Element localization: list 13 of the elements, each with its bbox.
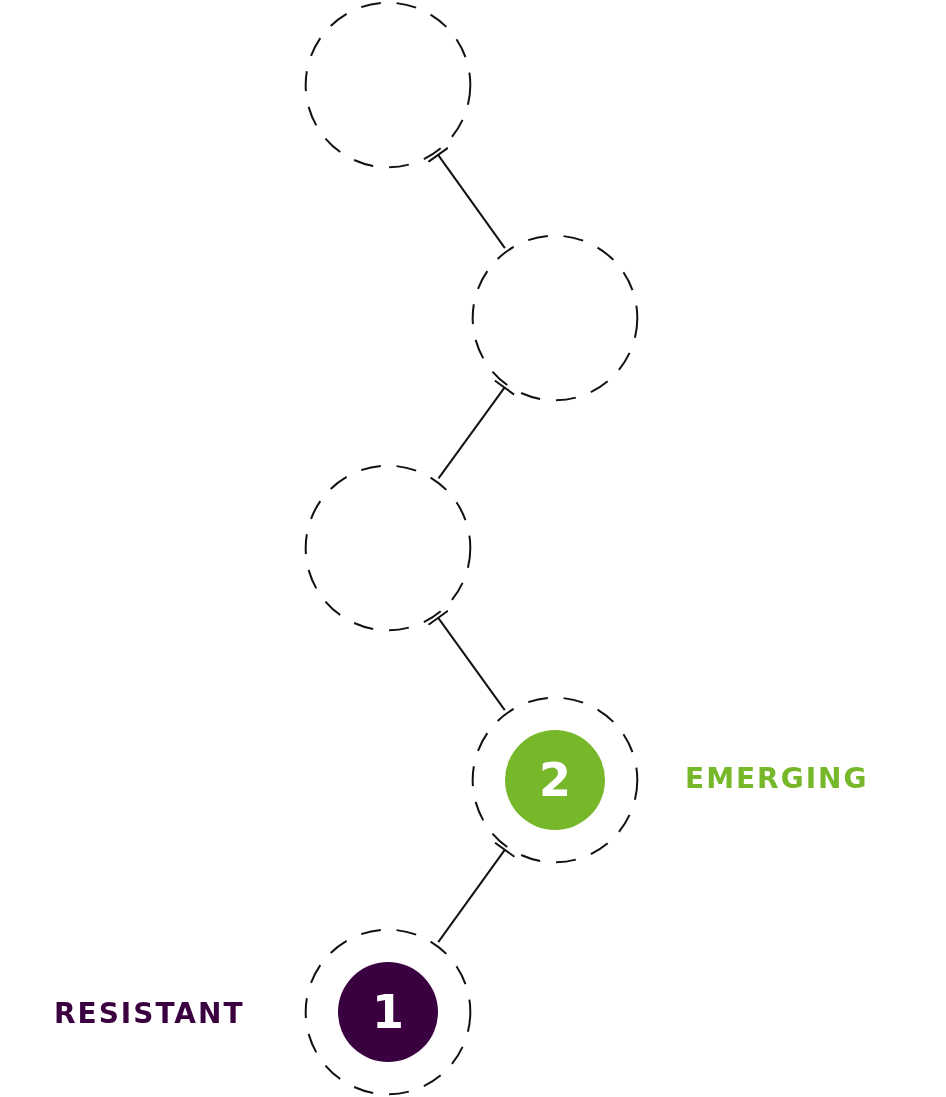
dashed-circle — [471, 696, 639, 864]
step-number: 1 — [372, 989, 404, 1035]
connector-line — [437, 841, 516, 944]
connector-line — [427, 146, 506, 250]
step-number: 2 — [539, 757, 571, 803]
dashed-circle — [304, 928, 472, 1096]
dashed-circle — [304, 1, 472, 169]
dashed-circle — [304, 464, 472, 632]
connector-line — [437, 379, 516, 480]
connector-line — [427, 609, 506, 712]
stage-label: RESISTANT — [54, 996, 245, 1030]
stage-label: EMERGING — [685, 761, 869, 795]
dashed-circle — [471, 234, 639, 402]
